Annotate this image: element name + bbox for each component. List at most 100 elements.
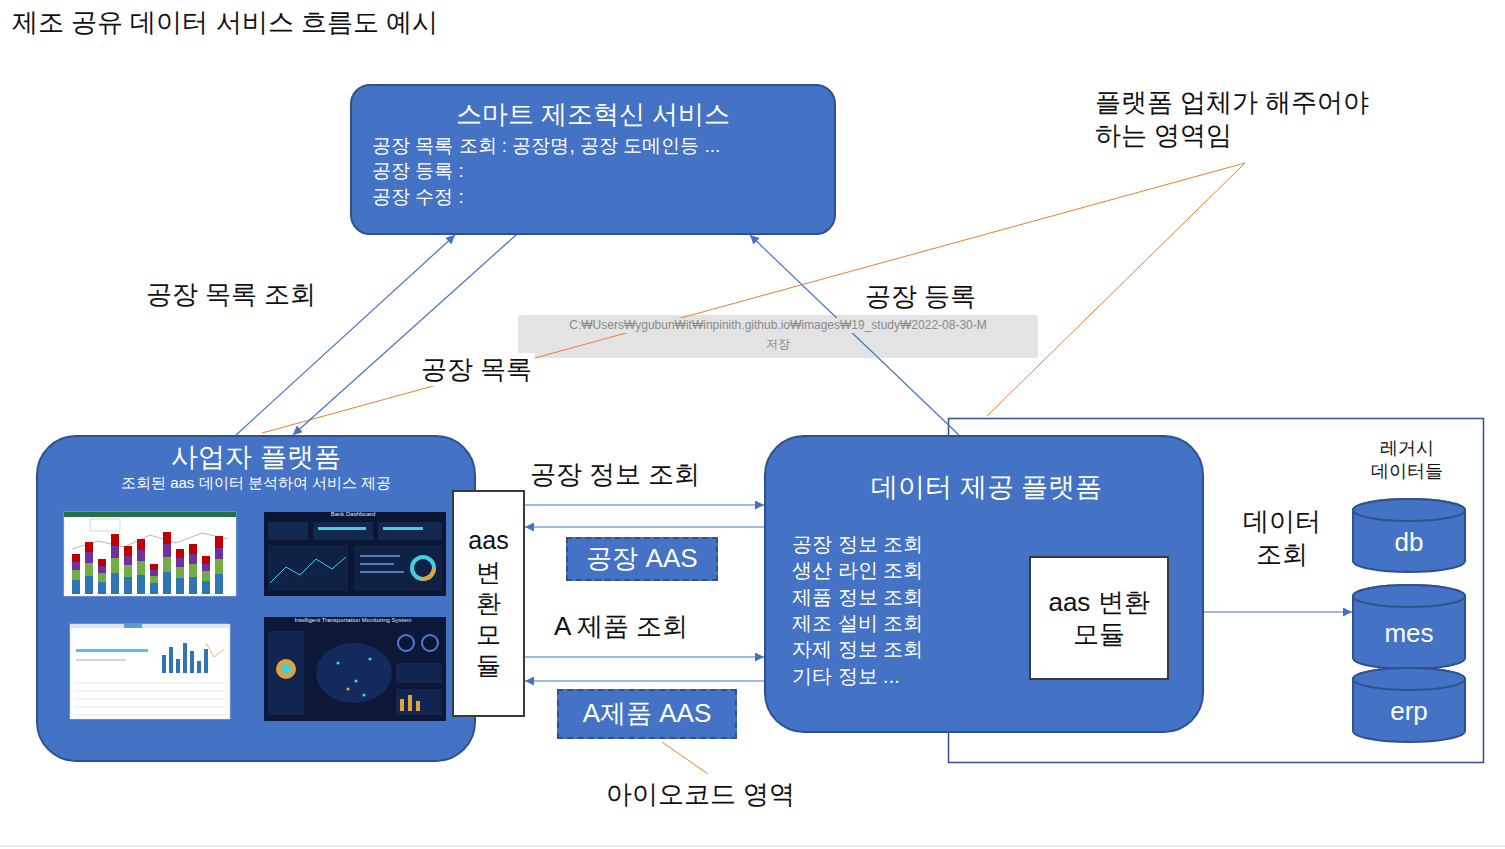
thumbnail-title: Intelligent Transportation Monitoring Sy… (294, 617, 411, 625)
svg-shape (268, 545, 348, 591)
svg-shape (137, 539, 145, 594)
database-cylinder: db (1352, 498, 1466, 573)
svg-shape (422, 635, 438, 651)
svg-shape (64, 512, 236, 596)
bank-dashboard-thumb (264, 512, 446, 596)
svg-shape (197, 661, 201, 673)
service-box: 스마트 제조혁신 서비스공장 목록 조회 : 공장명, 공장 도메인등 ...공… (350, 84, 836, 235)
svg-shape (90, 519, 120, 531)
node-text: 공장 등록 : (372, 158, 814, 184)
thumbnail-title: Bank Dashboard (331, 511, 376, 519)
platform-box: 데이터 제공 플랫폼공장 정보 조회생산 라인 조회제품 정보 조회제조 설비 … (764, 435, 1204, 733)
svg-shape (206, 643, 224, 657)
node-text: 공장 목록 조회 : 공장명, 공장 도메인등 ... (372, 133, 814, 159)
svg-shape (202, 556, 210, 594)
svg-shape (176, 549, 184, 594)
cylinder-lid (1353, 668, 1465, 690)
cylinder-body (1353, 585, 1465, 669)
note-text: 플랫폼 업체가 해주어야 하는 영역임 (1095, 86, 1425, 151)
svg-shape (396, 663, 442, 683)
svg-shape (378, 522, 442, 540)
edge-label: 공장 목록 조회 (143, 278, 319, 311)
database-cylinder: erp (1352, 667, 1466, 743)
watermark-text: C:₩Users₩ygubun₩it₩inpinith.github.io₩im… (569, 318, 986, 333)
flow-arrow (525, 680, 764, 681)
svg-shape (270, 557, 346, 583)
svg-shape (72, 533, 228, 549)
svg-shape (215, 536, 223, 594)
svg-shape (204, 649, 208, 673)
node-text: 생산 라인 조회 (792, 557, 1182, 583)
leader-line (662, 742, 708, 774)
svg-shape (74, 707, 226, 708)
svg-shape (264, 617, 446, 721)
svg-shape (98, 559, 106, 594)
svg-shape (276, 659, 296, 679)
monitoring-thumb (264, 617, 446, 721)
group-label: 레거시 데이터들 (1364, 437, 1450, 482)
svg-shape (416, 701, 420, 711)
flow-arrow (1204, 611, 1352, 612)
svg-shape (360, 563, 394, 565)
svg-shape (281, 664, 291, 674)
node-title: 사업자 플랫폼 (78, 441, 434, 473)
edge-label: A 제품 조회 (551, 610, 691, 643)
platform-box: 사업자 플랫폼조회된 aas 데이터 분석하여 서비스 제공aas 변환 모듈 (36, 435, 476, 762)
node-title: mes (1384, 618, 1433, 649)
flow-arrow (293, 235, 516, 435)
cylinder-body (1353, 499, 1465, 572)
cylinder-lid (1353, 585, 1465, 607)
node-title: 스마트 제조혁신 서비스 (372, 98, 814, 131)
flow-arrow (525, 526, 764, 527)
svg-shape (360, 555, 400, 557)
svg-shape (264, 512, 446, 596)
svg-shape (70, 624, 230, 628)
flow-arrow (236, 235, 455, 435)
svg-shape (400, 699, 404, 711)
note-text: 아이오코드 영역 (606, 778, 795, 811)
node-text: 조회된 aas 데이터 분석하여 서비스 제공 (78, 473, 434, 493)
svg-shape (316, 643, 392, 703)
svg-shape (111, 534, 119, 594)
cylinder-body (1353, 668, 1465, 742)
svg-shape (76, 659, 126, 661)
watermark-text: 저장 (766, 337, 790, 352)
node-title: A제품 AAS (583, 698, 712, 729)
svg-shape (360, 571, 404, 573)
node-title: 공장 AAS (586, 543, 697, 574)
svg-shape (398, 635, 414, 651)
edge-label: 데이터 조회 (1234, 505, 1330, 570)
svg-shape (76, 649, 148, 652)
svg-shape (318, 527, 366, 530)
edge-label: 공장 목록 (418, 353, 535, 386)
svg-shape (150, 564, 158, 594)
flow-arrow (525, 504, 764, 505)
cylinder-lid (1353, 499, 1465, 521)
node-text: 기타 정보 ... (792, 663, 1182, 689)
svg-shape (189, 544, 197, 594)
svg-shape (354, 679, 357, 682)
svg-shape (336, 661, 339, 664)
svg-shape (169, 647, 173, 673)
flow-arrow (525, 656, 764, 657)
watermark-patch (518, 315, 1038, 358)
svg-shape (183, 643, 187, 673)
module-box: aas 변환 모듈 (452, 490, 525, 717)
diagram-title: 제조 공유 데이터 서비스 흐름도 예시 (12, 6, 438, 39)
module-box: aas 변환 모듈 (1029, 556, 1169, 680)
svg-shape (74, 699, 226, 700)
bar-chart-thumb (64, 512, 236, 596)
svg-shape (190, 651, 194, 673)
aas-box: 공장 AAS (566, 537, 718, 581)
svg-shape (64, 512, 236, 517)
svg-shape (412, 557, 434, 579)
report-thumb (70, 624, 230, 719)
svg-shape (74, 683, 226, 684)
node-text: 공장 정보 조회 (792, 531, 1182, 557)
svg-shape (124, 624, 142, 628)
svg-shape (176, 659, 180, 673)
svg-shape (124, 546, 132, 594)
svg-shape (74, 691, 226, 692)
edge-label: 공장 정보 조회 (527, 458, 703, 491)
